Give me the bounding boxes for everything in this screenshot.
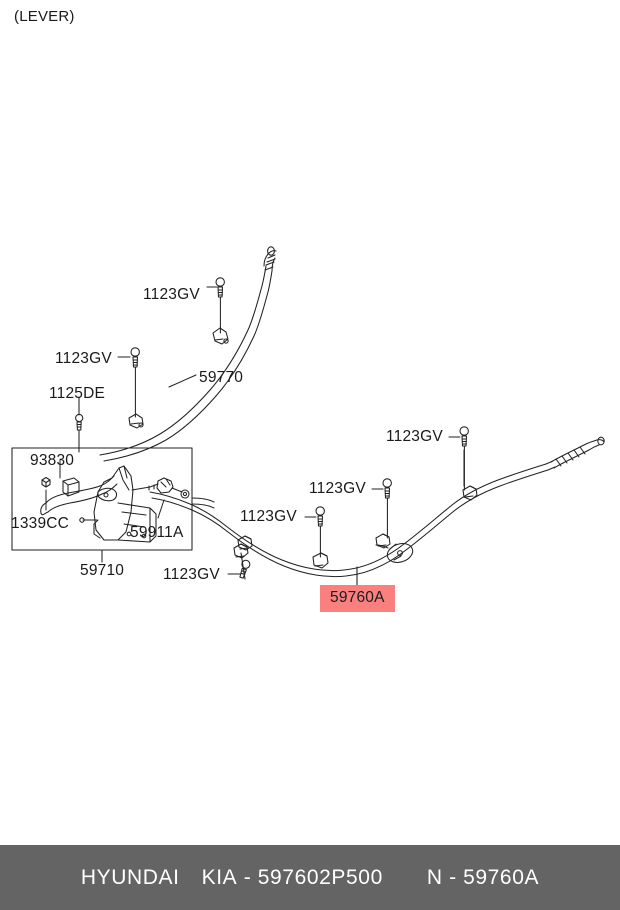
- footer-figure-code: 59760A: [463, 865, 540, 889]
- label-59770: 59770: [199, 369, 244, 386]
- label-1123gv-mid-upper: 1123GV: [309, 480, 366, 497]
- label-59710: 59710: [80, 562, 125, 579]
- footer-part-number: 597602P500: [257, 865, 383, 889]
- label-93830: 93830: [30, 452, 75, 469]
- label-1123gv-top: 1123GV: [143, 286, 200, 303]
- label-59911a: 59911A: [130, 524, 184, 541]
- diagram-header: (LEVER): [14, 8, 75, 25]
- footer-content: HYUNDAI KIA - 597602P500 N - 59760A: [0, 845, 620, 910]
- label-1123gv-upper: 1123GV: [55, 350, 112, 367]
- footer-section-code: N: [426, 865, 443, 889]
- label-1125de: 1125DE: [49, 385, 106, 402]
- footer-caption: HYUNDAI KIA - 597602P500 N - 59760A: [81, 866, 539, 890]
- label-1123gv-right: 1123GV: [386, 428, 443, 445]
- label-1339cc: 1339CC: [11, 515, 70, 532]
- footer-dash: -: [243, 865, 252, 889]
- label-1123gv-lower-left: 1123GV: [163, 566, 220, 583]
- footer-brand-kia: KIA: [201, 865, 238, 889]
- footer-brand-hyundai: HYUNDAI: [80, 865, 180, 889]
- footer-bar: HYUNDAI KIA - 597602P500 N - 59760A: [0, 845, 620, 910]
- label-59760a-highlighted: 59760A: [320, 585, 395, 612]
- label-1123gv-mid: 1123GV: [240, 508, 297, 525]
- footer-section-dash: -: [449, 865, 457, 889]
